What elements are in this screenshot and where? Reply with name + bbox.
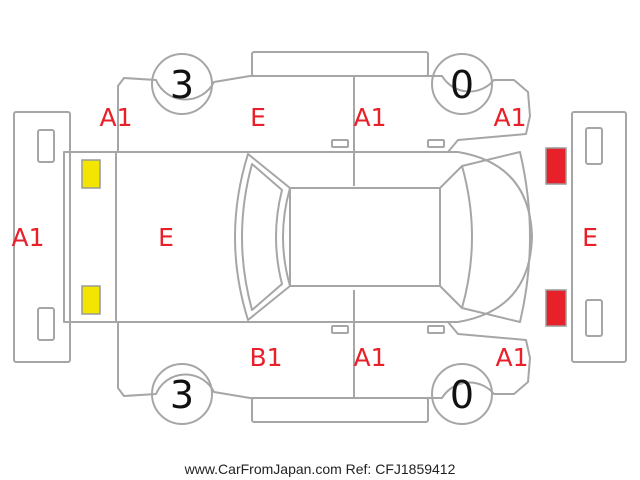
front-right-tire <box>151 363 213 425</box>
front-bumper <box>13 111 71 363</box>
tire-rear-right-value: 0 <box>450 373 474 417</box>
rear-left-tire <box>431 53 493 115</box>
footer-reference: www.CarFromJapan.com Ref: CFJ1859412 <box>184 461 456 477</box>
front-bumper-slot-top <box>37 129 55 163</box>
right-rear-door-handle <box>427 325 445 334</box>
code-rear-left-quarter: A1 <box>493 103 526 132</box>
tire-front-right-value: 3 <box>170 373 194 417</box>
rear-right-tire <box>431 363 493 425</box>
windshield-inner <box>241 163 283 311</box>
left-rear-door-handle <box>427 139 445 148</box>
tailgate <box>461 151 531 323</box>
code-rear-right-quarter: A1 <box>495 343 528 372</box>
roof-rail-top <box>251 51 429 77</box>
code-front-right-door: B1 <box>249 343 282 372</box>
rear-window <box>439 165 473 309</box>
rear-bumper-slot-bottom <box>585 299 603 337</box>
left-side-body <box>117 75 531 153</box>
taillight-right <box>545 289 567 327</box>
code-rear-bumper: E <box>582 223 598 252</box>
headlight-left <box>81 159 101 189</box>
roof-rail-bottom <box>251 397 429 423</box>
front-bumper-slot-bottom <box>37 307 55 341</box>
rear-bumper <box>571 111 627 363</box>
left-front-door-handle <box>331 139 349 148</box>
front-left-tire <box>151 53 213 115</box>
tire-rear-left-value: 0 <box>450 63 474 107</box>
top-view-body <box>63 151 533 323</box>
right-front-door-handle <box>331 325 349 334</box>
code-front-bumper: A1 <box>11 223 44 252</box>
code-front-left-door: E <box>250 103 266 132</box>
code-front-left-fender: A1 <box>99 103 132 132</box>
windshield <box>234 153 291 321</box>
roof <box>289 187 441 287</box>
right-side-body <box>117 321 531 399</box>
tire-front-left-value: 3 <box>170 63 194 107</box>
code-rear-right-door: A1 <box>353 343 386 372</box>
code-hood: E <box>158 223 174 252</box>
headlight-right <box>81 285 101 315</box>
rear-bumper-slot-top <box>585 127 603 165</box>
taillight-left <box>545 147 567 185</box>
code-rear-left-door: A1 <box>353 103 386 132</box>
